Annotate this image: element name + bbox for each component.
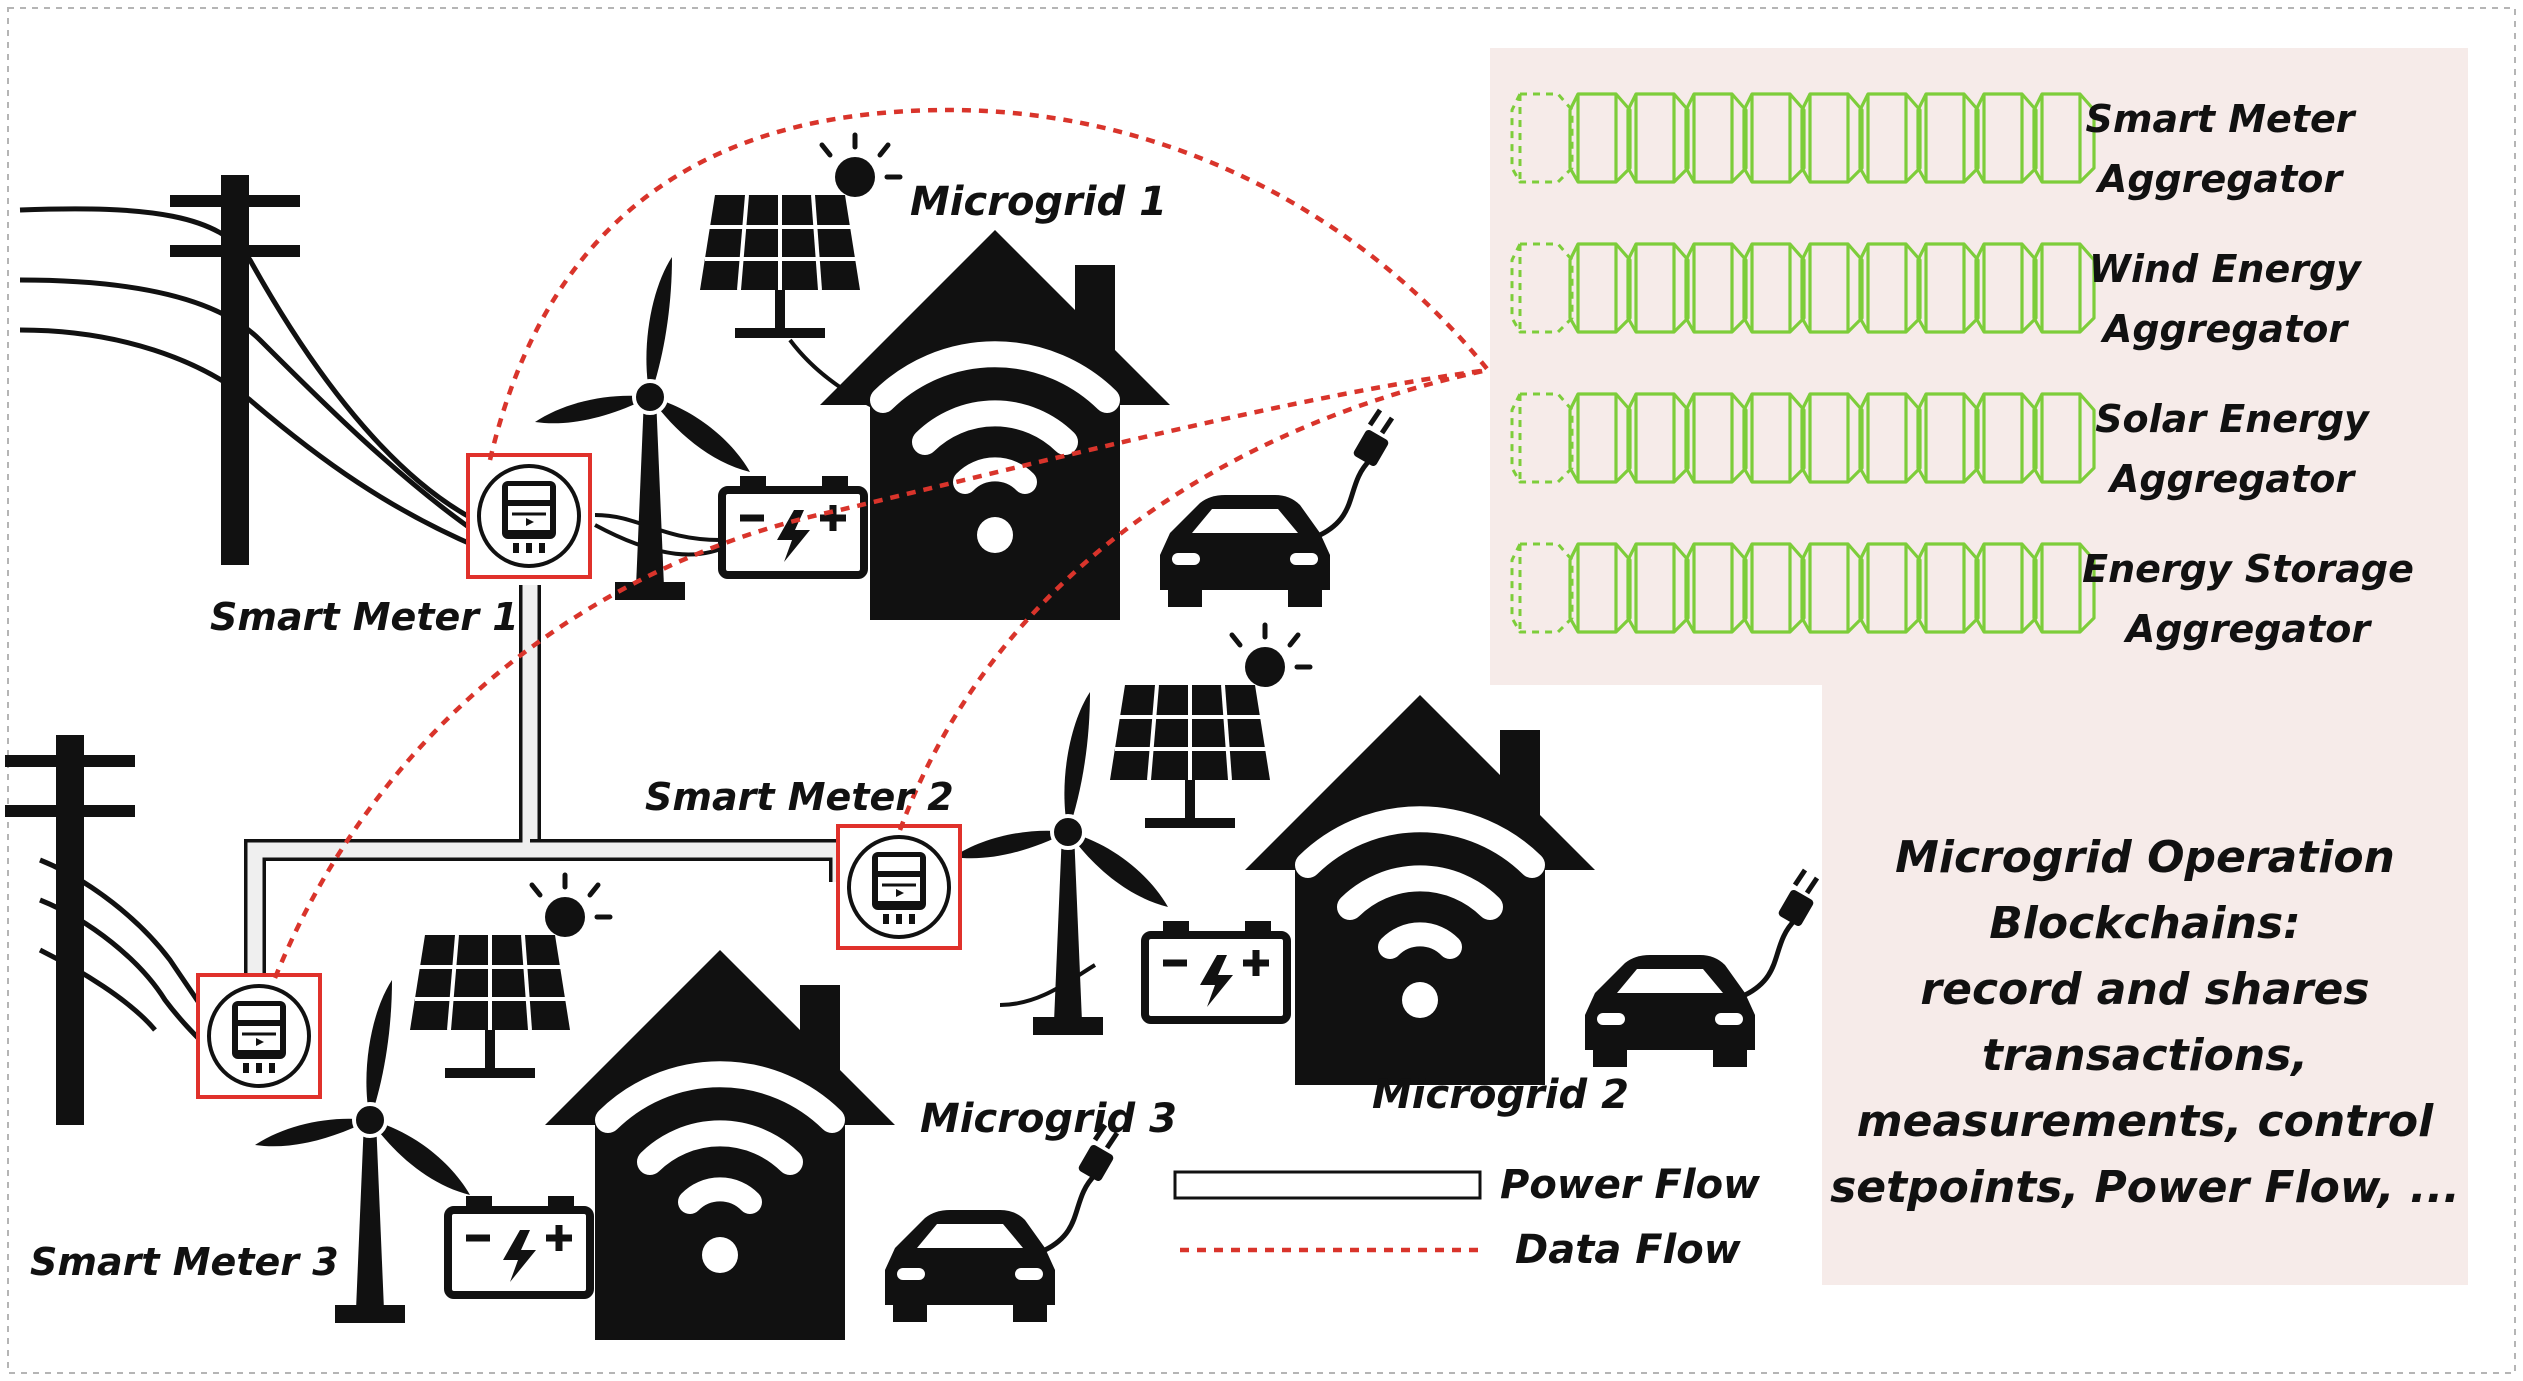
electric-car-icon <box>885 1125 1117 1322</box>
smart-meter-2-label: Smart Meter 2 <box>645 775 954 819</box>
power-flow-legend-swatch <box>1173 1170 1482 1200</box>
aggregator-label-line1: Smart Meter <box>2085 97 2356 141</box>
battery-icon <box>722 476 864 575</box>
smart-meter-2 <box>836 824 962 950</box>
aggregator-label-line2: Aggregator <box>2095 157 2344 201</box>
aggregator-label-line2: Aggregator <box>2107 457 2356 501</box>
figure-frame <box>7 7 2516 1374</box>
smart-meter-1 <box>466 453 592 579</box>
battery-icon <box>448 1196 590 1295</box>
smart-meter-3 <box>196 973 322 1099</box>
solar-panel-icon <box>410 875 610 1078</box>
smart-meter-3-label: Smart Meter 3 <box>30 1240 339 1284</box>
microgrid-3-label: Microgrid 3 <box>920 1096 1177 1142</box>
battery-icon <box>1145 921 1287 1020</box>
electric-car-icon <box>1585 870 1817 1067</box>
description-line: Blockchains: <box>1989 898 2300 949</box>
solar-panel-icon <box>1110 625 1310 828</box>
power-flow-legend-label: Power Flow <box>1500 1162 1761 1208</box>
aggregator-label-line1: Solar Energy <box>2095 397 2371 441</box>
description-line: transactions, <box>1982 1030 2308 1081</box>
utility-pole <box>170 175 300 565</box>
description-line: Microgrid Operation <box>1895 832 2395 883</box>
aggregator-label-line2: Aggregator <box>2123 607 2372 651</box>
aggregator-labels: Smart Meter Aggregator Wind Energy Aggre… <box>2082 97 2414 651</box>
smart-meter-1-label: Smart Meter 1 <box>210 595 519 639</box>
data-flow-lines <box>272 107 1490 979</box>
microgrid-2 <box>951 625 1817 1085</box>
microgrid-1-label: Microgrid 1 <box>910 179 1167 225</box>
aggregator-label-line1: Wind Energy <box>2089 247 2363 291</box>
utility-pole <box>5 735 135 1125</box>
description-line: record and shares <box>1920 964 2369 1015</box>
aggregator-label-line2: Aggregator <box>2100 307 2349 351</box>
electric-car-icon <box>1160 410 1392 607</box>
blockchain-panel <box>1490 48 2468 1285</box>
microgrid-2-label: Microgrid 2 <box>1372 1072 1629 1118</box>
aggregator-label-line1: Energy Storage <box>2082 547 2414 591</box>
description-line: measurements, control <box>1857 1096 2434 1147</box>
house-icon <box>1245 695 1595 1085</box>
house-icon <box>820 230 1170 620</box>
house-icon <box>545 950 895 1340</box>
legend: Power Flow Data Flow <box>1173 1162 1761 1273</box>
description-line: setpoints, Power Flow, ... <box>1830 1162 2460 1213</box>
data-flow-legend-label: Data Flow <box>1515 1227 1742 1273</box>
solar-panel-icon <box>700 135 900 338</box>
blockchain-description: Microgrid Operation Blockchains: record … <box>1830 832 2460 1213</box>
